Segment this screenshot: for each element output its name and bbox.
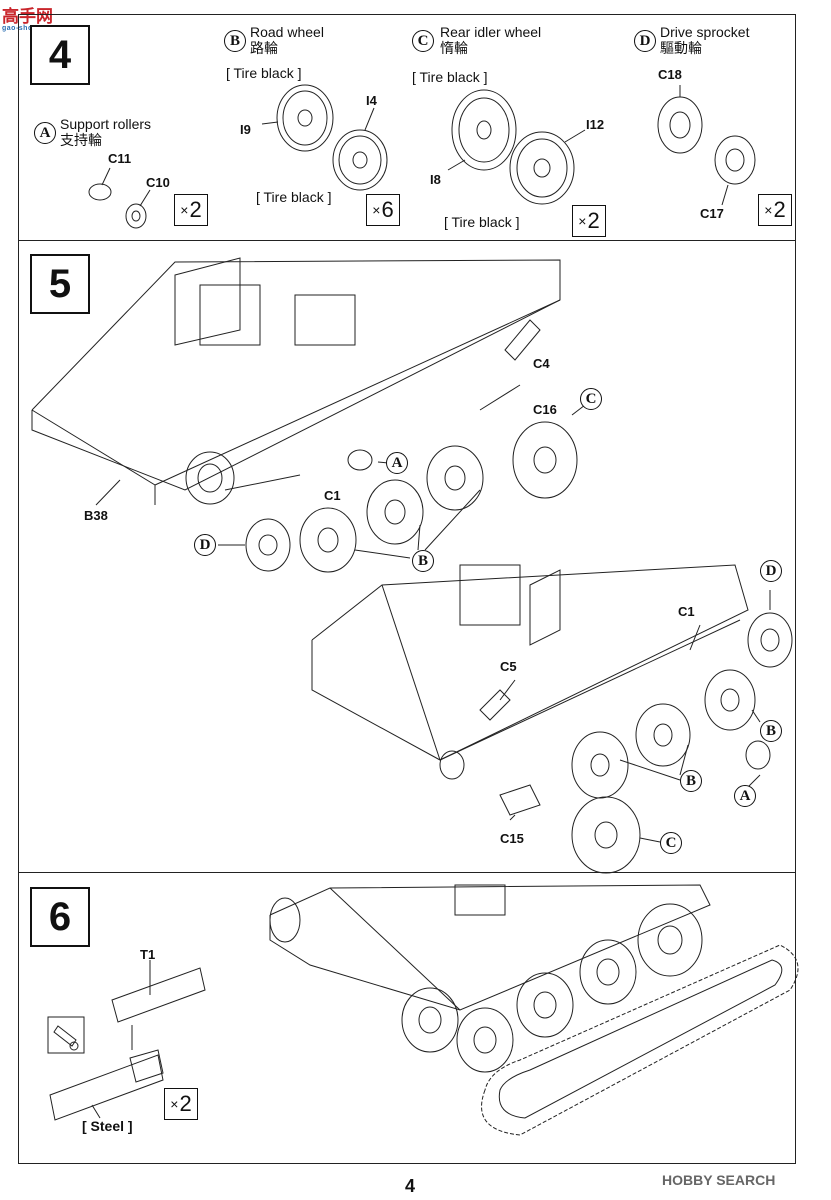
multiplier-c-n: 2 [587, 208, 600, 233]
callout-b-upper: B [412, 550, 434, 572]
idler-tire-note-top: [ Tire black ] [412, 69, 488, 85]
callout-c-lower: C [660, 832, 682, 854]
multiplier-a: ×2 [174, 194, 208, 226]
part-c10: C10 [146, 175, 170, 190]
multiplier-track-n: 2 [179, 1091, 192, 1116]
upper-hull-art [31, 257, 586, 573]
multiplier-a-x: × [180, 202, 189, 218]
multiplier-track-x: × [170, 1096, 179, 1112]
callout-b-lower-right: B [760, 720, 782, 742]
multiplier-b-n: 6 [381, 197, 394, 222]
multiplier-b-x: × [372, 202, 381, 218]
callout-b: B [224, 30, 246, 52]
multiplier-d-x: × [764, 202, 773, 218]
track-assembly-art [269, 884, 799, 1136]
callout-a: A [34, 122, 56, 144]
callout-c-upper: C [580, 388, 602, 410]
step-number-5: 5 [30, 254, 90, 314]
multiplier-a-n: 2 [189, 197, 202, 222]
track-section-art [49, 960, 206, 1121]
support-roller-art [88, 167, 151, 229]
bottom-watermark-logo: HOBBY SEARCH [662, 1172, 776, 1188]
callout-a-upper: A [386, 452, 408, 474]
callout-d-lower: D [760, 560, 782, 582]
road-wheel-tire-note-bottom: [ Tire black ] [256, 189, 332, 205]
part-c16: C16 [533, 402, 557, 417]
callout-d-upper: D [194, 534, 216, 556]
step-number-4: 4 [30, 25, 90, 85]
lower-hull-art [311, 564, 793, 874]
callout-c: C [412, 30, 434, 52]
top-watermark-text: 高手网 [2, 7, 53, 26]
part-c4: C4 [533, 356, 550, 371]
part-b38: B38 [84, 508, 108, 523]
road-wheel-label-en: Road wheel [250, 24, 324, 40]
multiplier-c: ×2 [572, 205, 606, 237]
top-watermark-subtext: gao-shou.com [2, 25, 56, 32]
divider-step5-6 [18, 872, 796, 873]
support-rollers-label-en: Support rollers [60, 116, 152, 132]
drive-sprocket-art [657, 85, 756, 206]
drive-sprocket-label-cn: 驅動輪 [660, 40, 702, 56]
step-number-6: 6 [30, 887, 90, 947]
road-wheel-label-cn: 路輪 [250, 40, 278, 56]
part-c1-upper: C1 [324, 488, 341, 503]
idler-wheel-label-cn: 惰輪 [440, 40, 468, 56]
support-rollers-label-cn: 支持輪 [60, 132, 102, 148]
part-c18: C18 [658, 67, 682, 82]
divider-step4-5 [18, 240, 796, 241]
part-c1-lower: C1 [678, 604, 695, 619]
part-i8: I8 [430, 172, 441, 187]
callout-d: D [634, 30, 656, 52]
top-watermark-logo: 高手网 gao-shou.com [2, 2, 56, 32]
idler-tire-note-bottom: [ Tire black ] [444, 214, 520, 230]
part-c15: C15 [500, 831, 524, 846]
part-i4: I4 [366, 93, 377, 108]
multiplier-d-n: 2 [773, 197, 786, 222]
part-c5: C5 [500, 659, 517, 674]
multiplier-b: ×6 [366, 194, 400, 226]
idler-wheel-label-en: Rear idler wheel [440, 24, 542, 40]
steel-note: [ Steel ] [82, 1118, 133, 1134]
glue-brush-icon [47, 1016, 85, 1054]
drive-sprocket-label-en: Drive sprocket [660, 24, 750, 40]
page-number: 4 [405, 1176, 416, 1196]
part-i12: I12 [586, 117, 605, 132]
idler-wheel-art [447, 89, 586, 205]
road-wheel-art [261, 84, 388, 191]
callout-b-lower: B [680, 770, 702, 792]
page-frame [18, 14, 796, 1164]
part-t1: T1 [140, 947, 156, 962]
road-wheel-tire-note-top: [ Tire black ] [226, 65, 302, 81]
multiplier-c-x: × [578, 213, 587, 229]
part-c11: C11 [108, 151, 132, 166]
callout-a-lower: A [734, 785, 756, 807]
multiplier-track: ×2 [164, 1088, 198, 1120]
part-i9: I9 [240, 122, 251, 137]
multiplier-d: ×2 [758, 194, 792, 226]
part-c17: C17 [700, 206, 724, 221]
